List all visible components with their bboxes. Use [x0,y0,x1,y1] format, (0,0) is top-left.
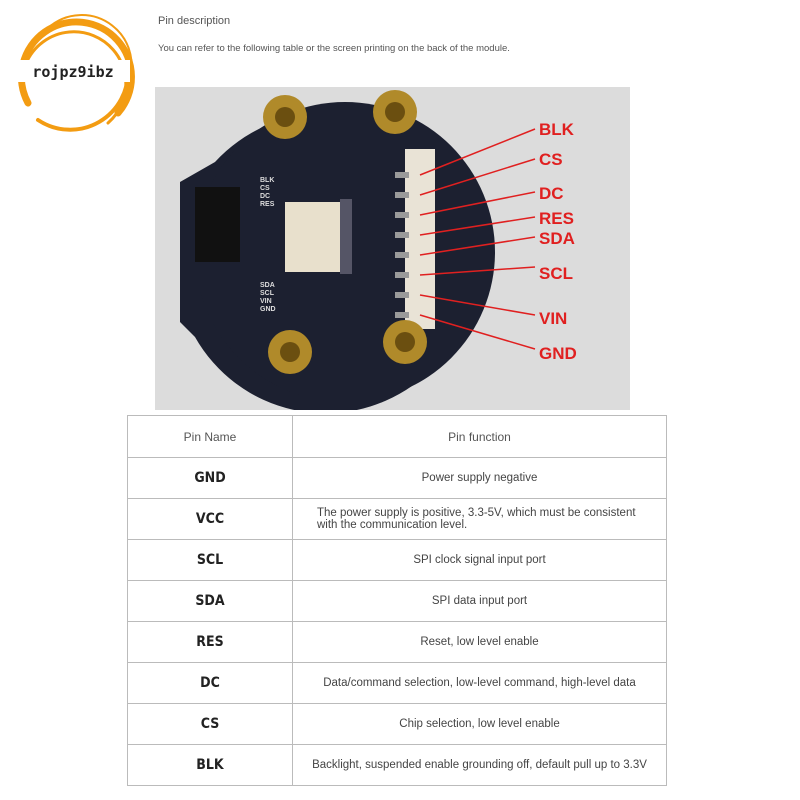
label-vin: VIN [539,309,567,328]
pin-function: Reset, low level enable [292,621,667,663]
pin-header [405,149,435,329]
pin-name: SCL [127,539,293,581]
table-header-row: Pin Name Pin function [127,415,667,458]
svg-text:SDA: SDA [260,282,275,289]
pin-name: GND [127,457,293,499]
logo-text: rojpz9ibz [32,63,113,81]
svg-text:GND: GND [260,306,276,313]
pin-function: SPI data input port [292,580,667,622]
svg-text:BLK: BLK [260,177,274,184]
fpc-connector [285,202,340,272]
pin-name: RES [127,621,293,663]
pin-function: Power supply negative [292,457,667,499]
svg-text:DC: DC [260,193,270,200]
pin-function: Chip selection, low level enable [292,703,667,745]
brass-standoffs [263,90,427,374]
header-pin-function: Pin function [292,415,667,458]
svg-text:SCL: SCL [260,290,275,297]
label-cs: CS [539,150,563,169]
label-dc: DC [539,184,564,203]
pin-function: SPI clock signal input port [292,539,667,581]
label-scl: SCL [539,264,573,283]
brand-logo: rojpz9ibz [8,8,138,138]
driver-chip [195,187,240,262]
svg-text:CS: CS [260,185,270,192]
label-sda: SDA [539,229,575,248]
label-res: RES [539,209,574,228]
header-pin-name: Pin Name [127,415,293,458]
pin-function: Backlight, suspended enable grounding of… [292,744,667,786]
svg-text:RES: RES [260,201,275,208]
label-gnd: GND [539,344,577,363]
label-blk: BLK [539,120,575,139]
pin-name: SDA [127,580,293,622]
pin-function: Data/command selection, low-level comman… [292,662,667,704]
pin-function: The power supply is positive, 3.3-5V, wh… [292,498,667,540]
section-description: You can refer to the following table or … [158,43,510,54]
pin-name: BLK [127,744,293,786]
pin-name: VCC [127,498,293,540]
pin-pointer-lines [419,128,536,350]
pin-name: DC [127,662,293,704]
svg-text:VIN: VIN [260,298,272,305]
section-title: Pin description [158,15,231,27]
pin-name: CS [127,703,293,745]
